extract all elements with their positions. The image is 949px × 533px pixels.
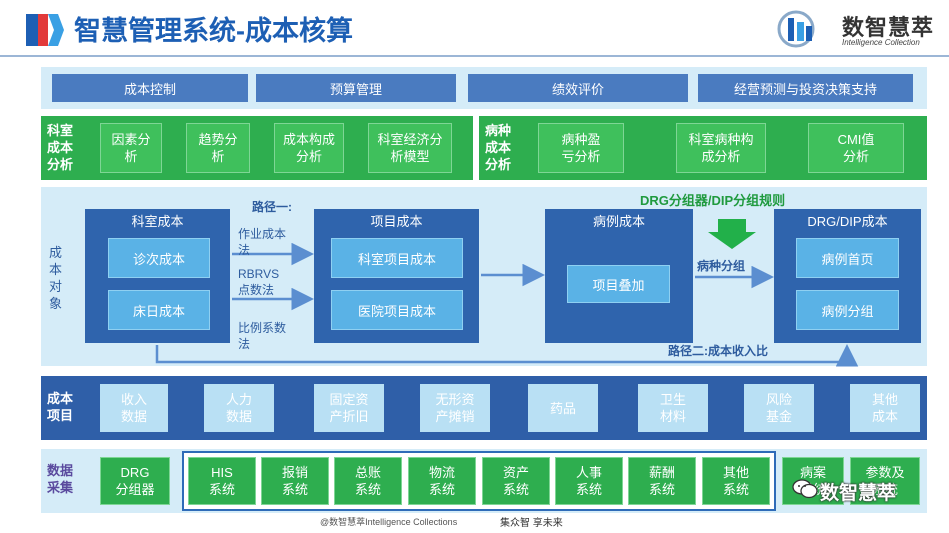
drg-grouper-source[interactable]: DRG 分组器 <box>100 457 170 505</box>
visit-cost-item[interactable]: 诊次成本 <box>108 238 210 278</box>
cmi-analysis-item[interactable]: CMI值 分析 <box>808 123 904 173</box>
reimbursement-system[interactable]: 报销 系统 <box>261 457 329 505</box>
method-activity-based: 作业成本 法 <box>238 227 287 257</box>
brand-subtext: Intelligence Collection <box>842 38 920 47</box>
footer-slogan: 集众智 享未来 <box>500 518 563 529</box>
drugs-item[interactable]: 药品 <box>528 384 598 432</box>
payroll-system[interactable]: 薪酬 系统 <box>628 457 696 505</box>
hr-system[interactable]: 人事 系统 <box>555 457 623 505</box>
disease-profit-item[interactable]: 病种盈 亏分析 <box>538 123 624 173</box>
disease-group-label: 病种分组 <box>697 259 746 273</box>
item-cost-title: 项目成本 <box>370 213 423 229</box>
data-collection-label: 数据 采集 <box>47 463 74 495</box>
hr-data-item[interactable]: 人力 数据 <box>204 384 274 432</box>
fixed-asset-depreciation-item[interactable]: 固定资 产折旧 <box>314 384 384 432</box>
hospital-item-cost-item[interactable]: 医院项目成本 <box>331 290 463 330</box>
revenue-data-item[interactable]: 收入 数据 <box>100 384 168 432</box>
brand-name: 数智慧萃 <box>842 15 935 40</box>
method-rbrvs: RBRVS 点数法 <box>238 267 280 297</box>
dept-economic-model-item[interactable]: 科室经济分 析模型 <box>368 123 452 173</box>
drg-rule-down-arrow-icon <box>708 219 756 249</box>
disease-analysis-label: 病种 成本 分析 <box>485 123 512 172</box>
drg-dip-cost-title: DRG/DIP成本 <box>807 213 888 229</box>
arrow-path-two <box>155 344 859 367</box>
budget-management-button[interactable]: 预算管理 <box>256 74 456 102</box>
forecast-decision-button[interactable]: 经营预测与投资决策支持 <box>698 74 913 102</box>
trend-analysis-item[interactable]: 趋势分 析 <box>186 123 250 173</box>
parameter-system[interactable]: 参数及 系统 <box>850 457 920 505</box>
cost-items-label: 成本 项目 <box>47 391 74 423</box>
watermark-text: 数智慧萃 <box>820 483 897 504</box>
brand-logo-icon <box>772 8 830 48</box>
case-grouping-item[interactable]: 病例分组 <box>796 290 899 330</box>
intangible-asset-amortization-item[interactable]: 无形资 产摊销 <box>420 384 490 432</box>
wechat-icon <box>792 478 818 500</box>
general-ledger-system[interactable]: 总账 系统 <box>334 457 402 505</box>
case-cost-title: 病例成本 <box>592 213 645 229</box>
cost-control-button[interactable]: 成本控制 <box>52 74 248 102</box>
case-homepage-item[interactable]: 病例首页 <box>796 238 899 278</box>
footer-copyright: @数智慧萃Intelligence Collections <box>320 517 458 527</box>
dept-analysis-label: 科室 成本 分析 <box>47 123 74 172</box>
method-ratio-coefficient: 比例系数 法 <box>238 321 287 351</box>
asset-system[interactable]: 资产 系统 <box>482 457 550 505</box>
performance-evaluation-button[interactable]: 绩效评价 <box>468 74 688 102</box>
drg-rule-label: DRG分组器/DIP分组规则 <box>640 193 786 208</box>
path-one-label: 路径一: <box>252 200 292 214</box>
factor-analysis-item[interactable]: 因素分 析 <box>100 123 162 173</box>
cost-object-label: 成 本 对 象 <box>49 245 63 311</box>
dept-item-cost-item[interactable]: 科室项目成本 <box>331 238 463 278</box>
other-system[interactable]: 其他 系统 <box>702 457 770 505</box>
risk-fund-item[interactable]: 风险 基金 <box>744 384 814 432</box>
logistics-system[interactable]: 物流 系统 <box>408 457 476 505</box>
dept-disease-structure-item[interactable]: 科室病种构 成分析 <box>676 123 766 173</box>
path-two-label: 路径二:成本收入比 <box>668 344 768 358</box>
dept-cost-title: 科室成本 <box>131 213 184 229</box>
page-title: 智慧管理系统-成本核算 <box>74 16 353 46</box>
cost-structure-item[interactable]: 成本构成 分析 <box>274 123 344 173</box>
medical-materials-item[interactable]: 卫生 材料 <box>638 384 708 432</box>
other-cost-item[interactable]: 其他 成本 <box>850 384 920 432</box>
header-logo-flag <box>26 12 64 48</box>
item-stacking-item[interactable]: 项目叠加 <box>567 265 670 303</box>
bed-day-cost-item[interactable]: 床日成本 <box>108 290 210 330</box>
header-divider <box>0 55 949 57</box>
his-system[interactable]: HIS 系统 <box>188 457 256 505</box>
